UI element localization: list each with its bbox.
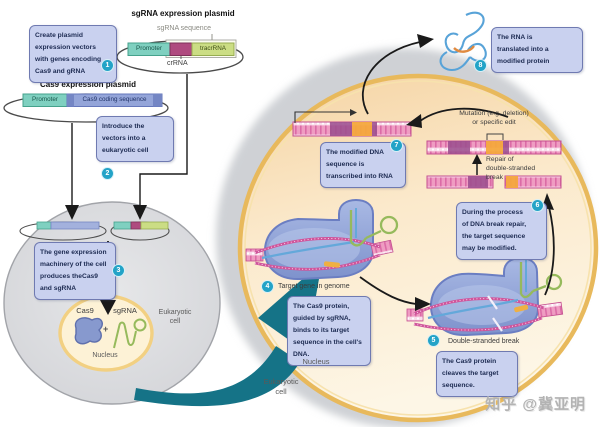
tracrrna-bar [191, 42, 235, 56]
cas9-expression-plasmid [3, 93, 169, 123]
tracrrna-label: tracrRNA [200, 45, 226, 52]
mutation-label: Mutation (e.g. deletion) or specific edi… [459, 110, 529, 126]
repair-arrow [472, 154, 482, 175]
double-stranded-break-label: Double-stranded break [448, 338, 520, 345]
sgrna-molecule-small [113, 318, 147, 349]
cut-marks [487, 295, 503, 332]
repair-label: Repair of double-stranded break [486, 156, 536, 181]
step4-badge: 4 [262, 281, 273, 292]
step5-badge: 5 [428, 335, 439, 346]
sgrna-strand-1 [349, 210, 382, 247]
step1-box: Create plasmid expression vectors with g… [29, 25, 117, 83]
plus-sign: + [103, 324, 109, 334]
sgrna-expression-plasmid [116, 34, 244, 74]
step1-badge: 1 [102, 60, 113, 71]
cas9-protein-small [74, 317, 103, 345]
zoom-eukaryotic-label: Eukaryotic cell [263, 377, 299, 396]
broken-dna-strands [426, 175, 562, 189]
cas9-coding-label: Cas9 coding sequence [82, 96, 147, 103]
step2-box: Introduce the vectors into a eukaryotic … [96, 116, 174, 162]
step3-box: The gene expression machinery of the cel… [34, 242, 116, 300]
sgrna-promoter-label: Promoter [136, 45, 162, 52]
edit-site-bracket [486, 133, 504, 140]
zoom-nucleus-label: Nucleus [302, 357, 330, 366]
step8-badge: 8 [475, 60, 486, 71]
small-eukaryotic-label: Eukaryotic cell [158, 309, 192, 326]
target-gene-label: Target gene in genome [278, 283, 350, 290]
cas9-label: Cas9 [76, 306, 94, 315]
cas9-plasmid-title: Cas9 expression plasmid [39, 80, 137, 89]
modified-region-bracket [294, 111, 352, 123]
sgrna-hairpin-loop-2 [545, 273, 563, 291]
sgrna-plasmid-title: sgRNA expression plasmid [131, 9, 235, 18]
small-nucleus-label: Nucleus [92, 352, 118, 359]
step7-box: The modified DNA sequence is transcribed… [320, 142, 406, 188]
modified-dna-strand [292, 109, 412, 137]
sgrna-strand-2 [519, 262, 547, 299]
sgrna-sequence-label: sgRNA sequence [156, 25, 212, 32]
step4-box: The Cas9 protein, guided by sgRNA, binds… [287, 296, 371, 366]
crrna-label: crRNA [167, 60, 188, 67]
step5-box: The Cas9 protein cleaves the target sequ… [436, 351, 518, 397]
cas9-sgrna-complex-cleaving [406, 256, 564, 337]
watermark: 知乎 @冀亚明 [485, 396, 586, 413]
cas9-promoter-label: Promoter [32, 96, 58, 103]
step3-badge: 3 [113, 265, 124, 276]
step6-box: During the process of DNA break repair, … [456, 202, 547, 260]
pam-site-1 [323, 261, 340, 268]
cas9-sgrna-complex-binding [245, 198, 399, 281]
edited-dna-strand [426, 133, 562, 155]
plasmids-in-cell [19, 221, 170, 241]
process-arrows [359, 41, 555, 305]
vector-delivery-arrowheads [65, 205, 147, 315]
sgrna-label: sgRNA [113, 306, 137, 315]
step6-badge: 6 [532, 200, 543, 211]
protein-modified-segment [453, 45, 475, 53]
step7-badge: 7 [391, 140, 402, 151]
step2-badge: 2 [102, 168, 113, 179]
pam-site-2 [514, 304, 529, 313]
step8-box: The RNA is translated into a modified pr… [491, 27, 583, 73]
sgrna-hairpin-loop-1 [379, 215, 399, 235]
